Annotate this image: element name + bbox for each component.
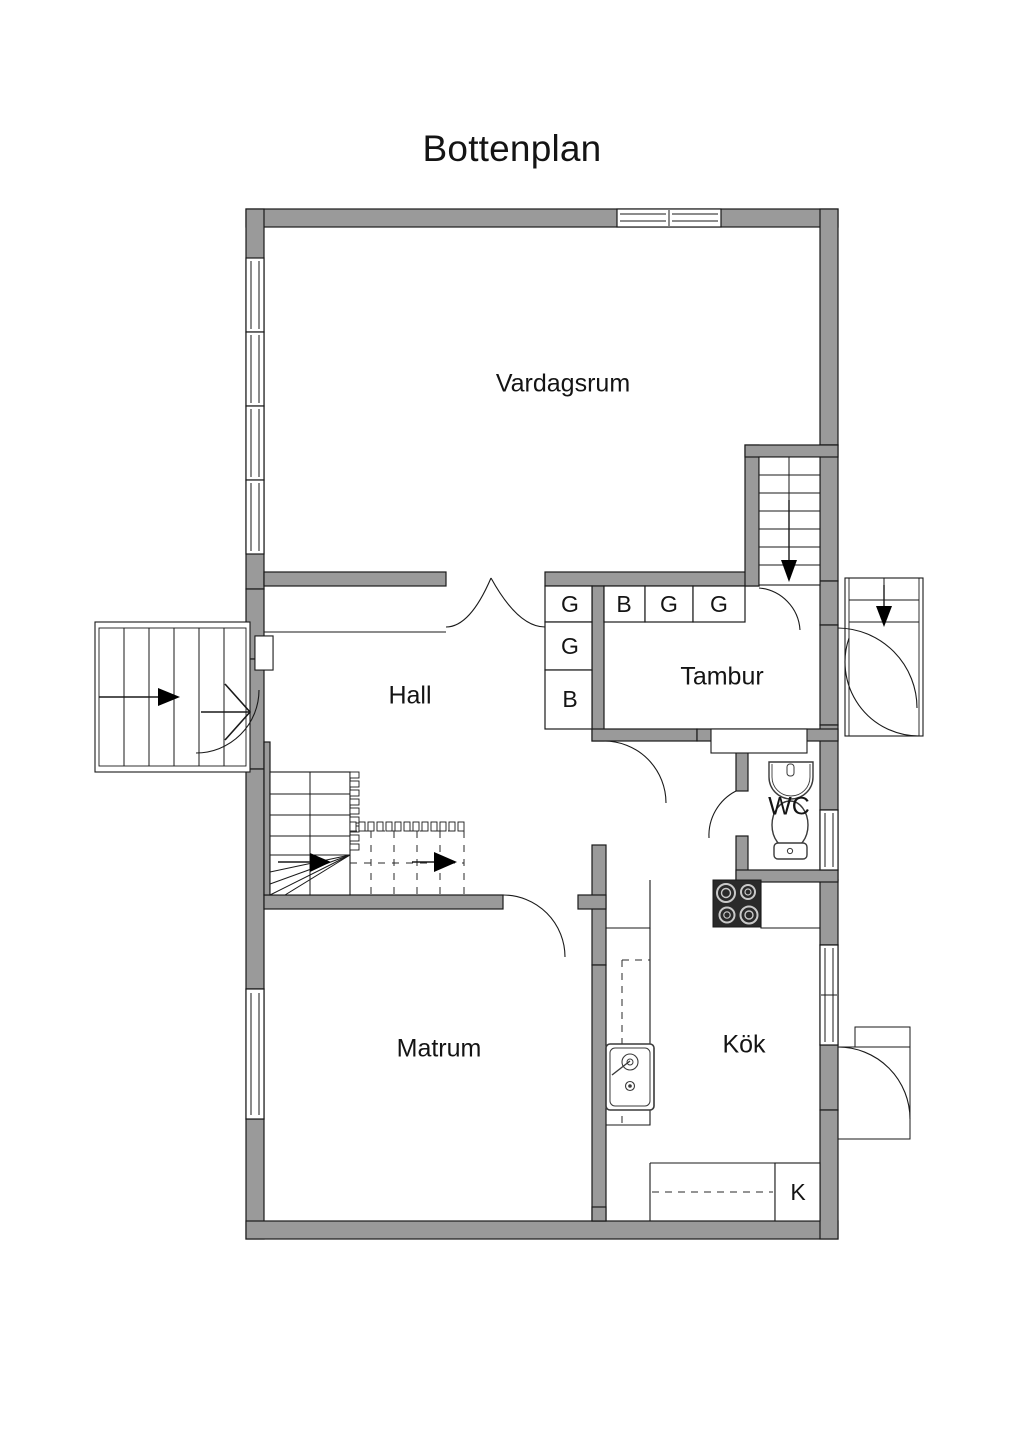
door-matrum: [502, 894, 566, 958]
page-title: Bottenplan: [422, 128, 602, 169]
hall-winder-stairs: [269, 771, 465, 896]
tambur-stairs-down: [758, 456, 821, 586]
room-label-vardagsrum: Vardagsrum: [496, 370, 630, 398]
tambur-bench: [710, 728, 808, 754]
win-kok: [819, 944, 839, 1046]
kitchen-sink: [605, 1043, 655, 1111]
wc-toilet: [771, 800, 809, 860]
kitchen-stove: [712, 879, 762, 928]
door-vardagsrum-right: [490, 577, 546, 628]
door-tambur: [603, 740, 667, 804]
win-top: [616, 208, 722, 228]
room-label-tambur: Tambur: [680, 663, 763, 691]
closets: [544, 585, 746, 730]
fridge-k-cell: [774, 1162, 821, 1222]
closet-b1-label: B: [562, 686, 577, 712]
closet-b2-label: B: [616, 591, 631, 617]
closet-g4-label: G: [710, 591, 728, 617]
kitchen-upper-cabinets: [621, 959, 773, 1193]
room-labels: Vardagsrum Hall Tambur WC Matrum Kök K: [388, 370, 809, 1205]
doors: [263, 577, 918, 1120]
closet-g3-label: G: [660, 591, 678, 617]
win-left-2: [245, 331, 265, 407]
win-left-3: [245, 405, 265, 481]
exterior-stairs-right: [844, 577, 924, 737]
door-stairs: [758, 587, 801, 631]
room-label-hall: Hall: [388, 682, 431, 710]
door-tambur-east: [837, 627, 918, 709]
walls: [245, 208, 839, 1240]
wc-sink: [768, 761, 814, 800]
door-vardagsrum-left: [445, 577, 492, 628]
entry-stairs-left: [94, 621, 274, 773]
door-kok-east: [837, 1046, 911, 1120]
kitchen-landing: [837, 1026, 911, 1140]
win-left-4: [245, 479, 265, 555]
win-left-1: [245, 257, 265, 333]
closet-labels: G G B B G G: [561, 591, 728, 712]
room-label-wc: WC: [768, 793, 810, 821]
room-label-matrum: Matrum: [397, 1035, 482, 1063]
closet-g1-label: G: [561, 591, 579, 617]
door-wc: [708, 790, 737, 839]
win-wc: [819, 809, 839, 871]
fridge-k-label: K: [790, 1179, 806, 1205]
room-label-kok: Kök: [722, 1031, 766, 1059]
closet-g2-label: G: [561, 633, 579, 659]
win-matrum: [245, 988, 265, 1120]
